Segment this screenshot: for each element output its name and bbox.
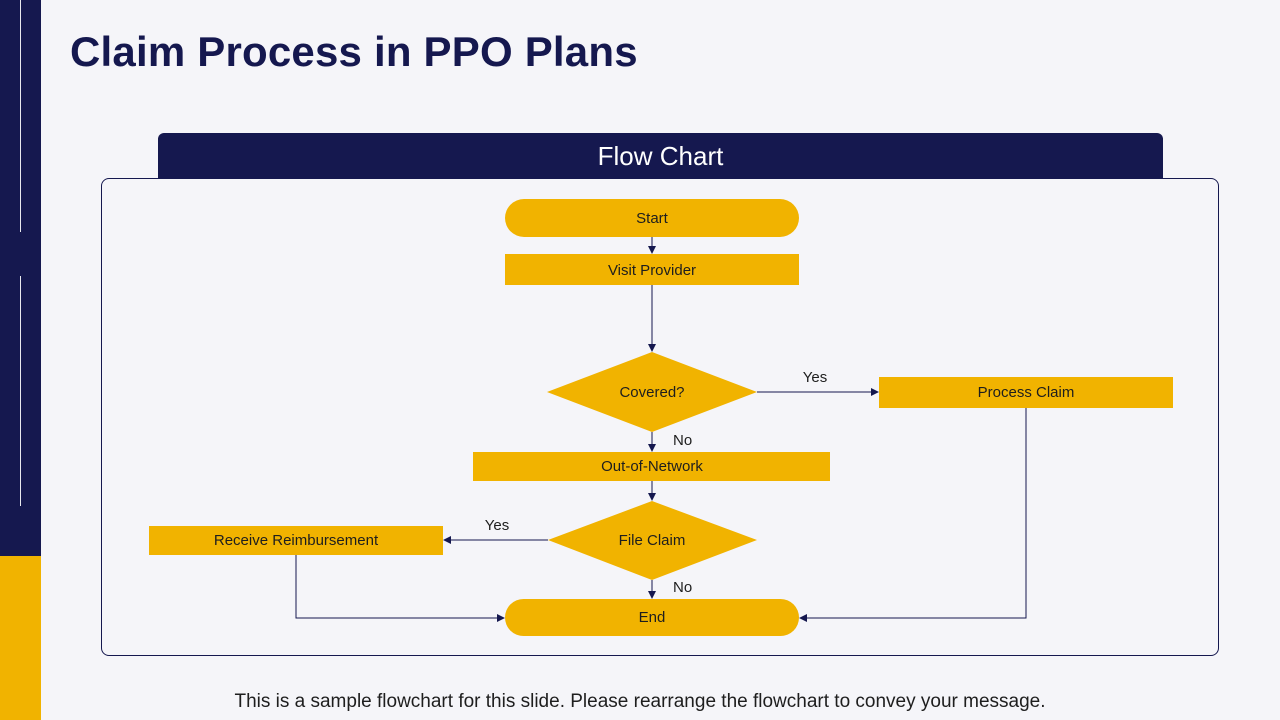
node-receive-reimbursement-label: Receive Reimbursement <box>214 532 379 549</box>
edge-label-covered-yes: Yes <box>803 369 827 386</box>
node-file-claim-decision: File Claim <box>548 501 757 580</box>
node-end: End <box>505 599 799 636</box>
edge-label-covered-no: No <box>673 432 692 449</box>
node-file-claim-label: File Claim <box>619 532 686 549</box>
node-out-of-network: Out-of-Network <box>473 452 830 481</box>
edge-label-file-claim-no: No <box>673 579 692 596</box>
edge-process-to-end <box>799 408 1027 622</box>
footer-note: This is a sample flowchart for this slid… <box>234 691 1046 712</box>
left-accent-line-bottom <box>20 276 21 506</box>
node-receive-reimbursement: Receive Reimbursement <box>149 526 443 555</box>
node-visit-provider-label: Visit Provider <box>608 262 696 279</box>
edge-reimbursement-to-end <box>295 555 505 622</box>
left-accent-line-top <box>20 0 21 232</box>
node-process-claim-label: Process Claim <box>978 384 1075 401</box>
edge-label-file-claim-yes: Yes <box>485 517 509 534</box>
node-process-claim: Process Claim <box>879 377 1173 408</box>
node-start: Start <box>505 199 799 237</box>
node-covered-label: Covered? <box>619 384 684 401</box>
slide-title: Claim Process in PPO Plans <box>70 28 638 75</box>
left-accent-bar-gold <box>0 556 41 720</box>
node-end-label: End <box>639 609 666 626</box>
node-visit-provider: Visit Provider <box>505 254 799 285</box>
node-covered-decision: Covered? <box>547 352 757 432</box>
node-start-label: Start <box>636 210 669 227</box>
node-out-of-network-label: Out-of-Network <box>601 458 703 475</box>
flow-chart-header: Flow Chart <box>158 133 1163 179</box>
